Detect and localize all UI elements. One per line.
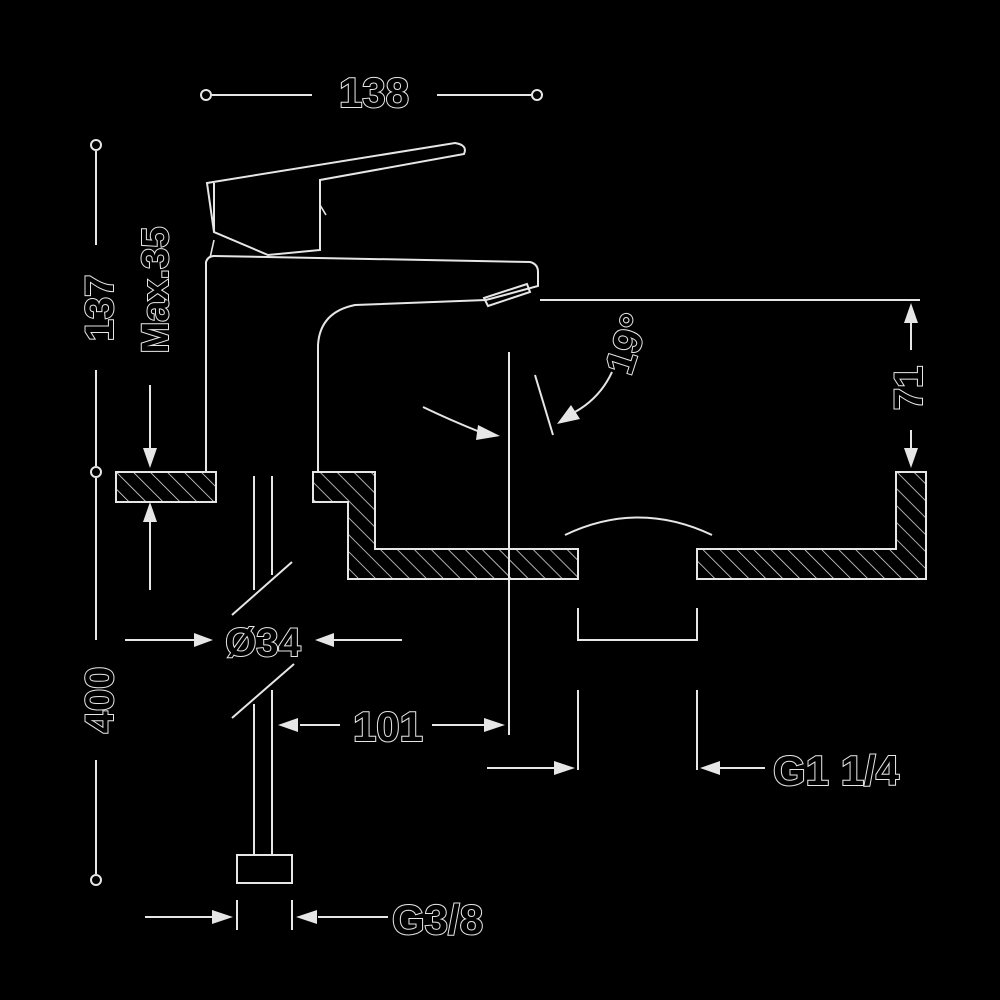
faucet-body [205, 141, 539, 472]
basin-right-wall [696, 471, 927, 580]
dimension-rod-diameter: Ø34 [125, 620, 402, 666]
dimension-label-71: 71 [887, 366, 931, 411]
dimension-deck-thickness: Max.35 [134, 226, 178, 590]
dimension-angle: 19° [422, 307, 659, 440]
connection-rod [231, 476, 295, 884]
dimension-basin-depth: 71 [540, 299, 932, 468]
dimension-label-400: 400 [78, 667, 122, 734]
dimension-hose-thread: G3/8 [145, 895, 484, 944]
dimension-label-g114: G1 1/4 [773, 747, 900, 794]
dimension-label-g38: G3/8 [392, 896, 483, 943]
deck-slab-basin [312, 471, 579, 580]
drain: G1 1/4 [487, 516, 901, 795]
hose-connector [236, 854, 293, 884]
dimension-label-137: 137 [78, 275, 122, 342]
dimension-label-101: 101 [353, 703, 423, 750]
dimension-width-top: 138 [200, 68, 543, 117]
dimension-label-d34: Ø34 [225, 621, 301, 665]
dimension-label-138: 138 [339, 69, 409, 116]
dimension-reach: 101 [278, 352, 510, 751]
dimension-label-19deg: 19° [597, 308, 658, 379]
deck-slab-left [115, 471, 217, 503]
dimension-label-max35: Max.35 [135, 227, 177, 354]
dimension-height-left: 137 400 [77, 139, 123, 886]
